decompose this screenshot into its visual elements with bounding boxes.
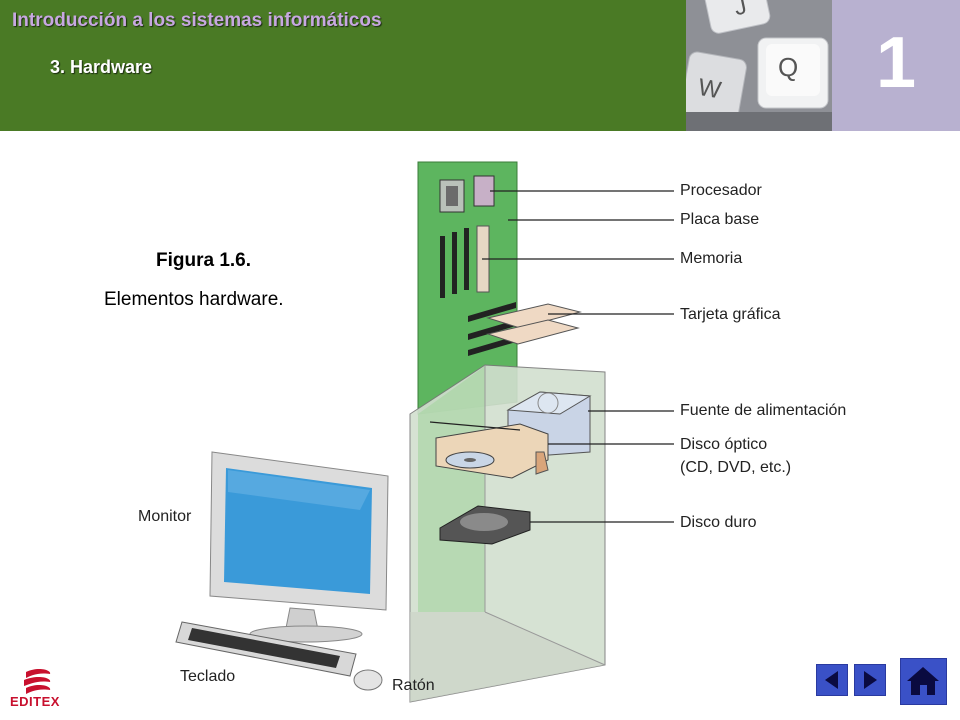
label-processor: Procesador [680, 182, 762, 199]
label-mouse: Ratón [392, 677, 435, 694]
home-button[interactable] [900, 658, 947, 705]
next-icon [864, 671, 877, 689]
section-title: 3. Hardware [50, 57, 153, 77]
key-letter: J [732, 0, 749, 21]
key-letter: Q [778, 52, 798, 82]
next-button[interactable] [854, 664, 886, 696]
label-optical-drive-examples: (CD, DVD, etc.) [680, 459, 792, 476]
chapter-badge: 1 [832, 0, 960, 131]
figure-caption-text: Elementos hardware. [104, 289, 284, 310]
label-hard-disk: Disco duro [680, 514, 757, 531]
figure-caption-title: Figura 1.6. [156, 250, 252, 271]
graphics-card-shape [486, 303, 582, 329]
label-motherboard: Placa base [680, 211, 760, 228]
label-power-supply: Fuente de alimentación [680, 402, 847, 419]
keyboard-keys-image: J Q W [686, 0, 832, 131]
label-keyboard: Teclado [180, 668, 236, 685]
editex-logo [24, 668, 51, 694]
mouse-shape [353, 669, 383, 691]
label-memory: Memoria [680, 250, 743, 267]
previous-icon [825, 671, 838, 689]
label-monitor: Monitor [138, 508, 192, 525]
page-title: Introducción a los sistemas informáticos [12, 10, 382, 31]
editex-logo-text: EDITEX [10, 694, 60, 709]
previous-button[interactable] [816, 664, 848, 696]
header-band: Introducción a los sistemas informáticos… [0, 0, 686, 131]
home-icon [907, 667, 939, 695]
label-graphics-card: Tarjeta gráfica [680, 306, 781, 323]
key-letter: W [696, 74, 723, 105]
label-optical-drive: Disco óptico [680, 436, 768, 453]
chapter-number: 1 [875, 23, 917, 103]
